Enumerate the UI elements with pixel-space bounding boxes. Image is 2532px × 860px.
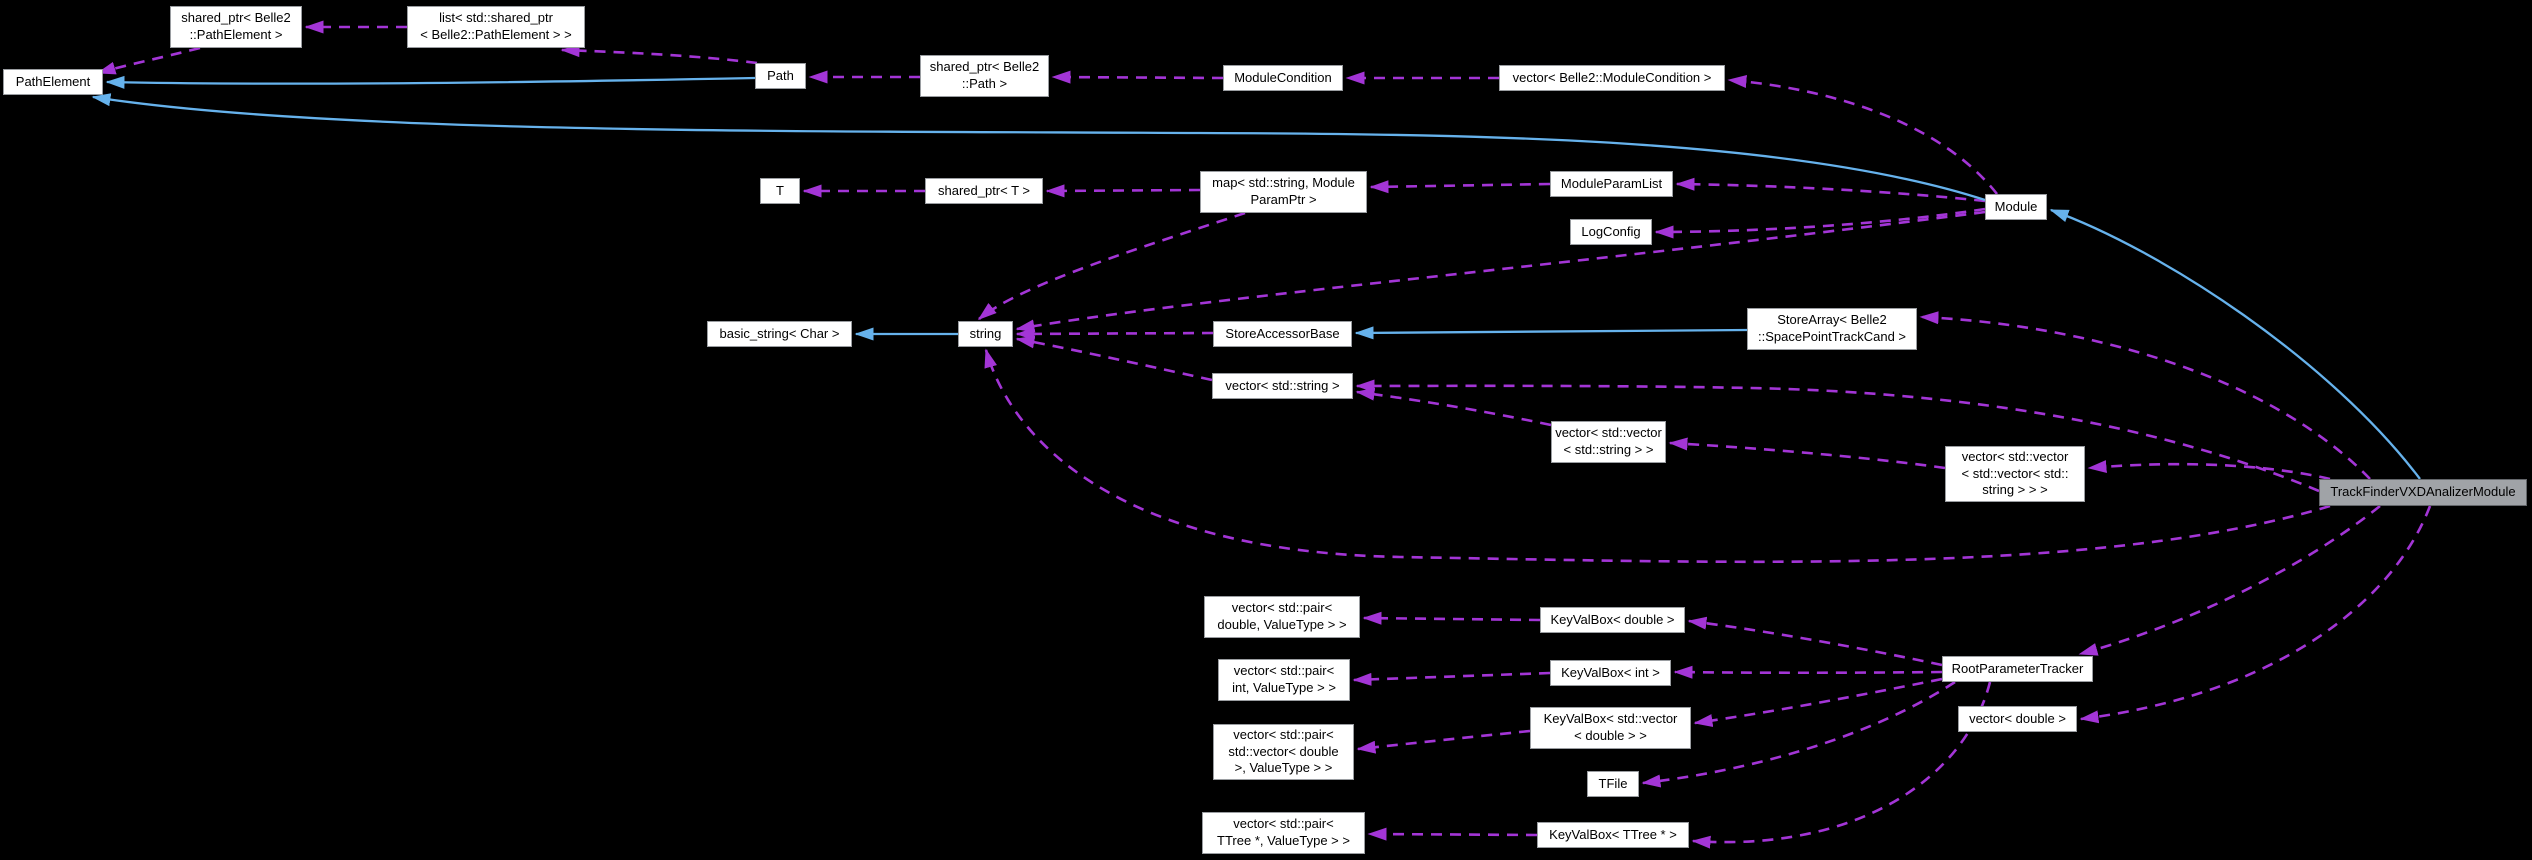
edge-track_finder_vxd_analizer_module-to-store_array_spacepoint	[1919, 311, 2371, 480]
edge-module-to-log_config	[1654, 207, 1986, 239]
edge-vector_vector_string-to-vector_string	[1355, 387, 1552, 427]
edge-key_val_box_int-to-vector_pair_int	[1352, 671, 1551, 686]
edge-track_finder_vxd_analizer_module-to-root_parameter_tracker	[2078, 504, 2381, 656]
edge-module-to-vector_module_condition	[1727, 75, 1999, 195]
edge-store_accessor_base-to-string	[1015, 327, 1214, 341]
node-shared_ptr_path_element[interactable]: shared_ptr< Belle2 ::PathElement >	[170, 6, 302, 48]
edge-map_module_param_ptr-to-string	[977, 211, 1246, 321]
edge-shared_ptr_path_element-to-path_element	[96, 46, 201, 75]
edge-root_parameter_tracker-to-key_val_box_vector_double	[1693, 677, 1943, 727]
edge-key_val_box_ttree-to-vector_pair_ttree	[1367, 827, 1538, 841]
node-vector_pair_int[interactable]: vector< std::pair< int, ValueType > >	[1218, 659, 1350, 701]
edge-store_array_spacepoint-to-store_accessor_base	[1354, 326, 1748, 340]
edge-root_parameter_tracker-to-key_val_box_int	[1673, 665, 1943, 679]
node-vector_pair_ttree[interactable]: vector< std::pair< TTree *, ValueType > …	[1202, 812, 1365, 854]
node-string[interactable]: string	[958, 321, 1013, 347]
edge-track_finder_vxd_analizer_module-to-vector_string	[1355, 379, 2320, 493]
edge-path-to-path_element	[105, 75, 756, 89]
edge-root_parameter_tracker-to-key_val_box_double	[1687, 616, 1943, 667]
edge-track_finder_vxd_analizer_module-to-module	[2049, 208, 2421, 480]
node-key_val_box_double[interactable]: KeyValBox< double >	[1540, 607, 1685, 633]
node-t[interactable]: T	[760, 178, 800, 204]
node-vector_double[interactable]: vector< double >	[1958, 706, 2077, 732]
edge-track_finder_vxd_analizer_module-to-vector_vector_vector_string	[2087, 460, 2331, 481]
edge-map_module_param_ptr-to-shared_ptr_t	[1045, 184, 1201, 198]
edge-module-to-module_param_list	[1675, 177, 1986, 203]
edge-key_val_box_double-to-vector_pair_double	[1362, 611, 1541, 625]
node-vector_vector_string[interactable]: vector< std::vector < std::string > >	[1551, 421, 1666, 463]
edge-module_param_list-to-map_module_param_ptr	[1369, 180, 1551, 194]
edge-track_finder_vxd_analizer_module-to-vector_double	[2079, 505, 2432, 724]
node-shared_ptr_path[interactable]: shared_ptr< Belle2 ::Path >	[920, 55, 1049, 97]
edge-root_parameter_tracker-to-tfile	[1641, 680, 1956, 788]
edge-path-to-list_shared_ptr_path_element	[560, 44, 758, 65]
node-vector_pair_double[interactable]: vector< std::pair< double, ValueType > >	[1204, 596, 1360, 638]
node-tfile[interactable]: TFile	[1587, 771, 1639, 797]
node-key_val_box_int[interactable]: KeyValBox< int >	[1550, 660, 1671, 686]
node-basic_string_char[interactable]: basic_string< Char >	[707, 321, 852, 347]
edge-module-to-path_element	[91, 93, 1986, 202]
node-key_val_box_ttree[interactable]: KeyValBox< TTree * >	[1537, 822, 1689, 848]
node-vector_module_condition[interactable]: vector< Belle2::ModuleCondition >	[1499, 65, 1725, 91]
edge-root_parameter_tracker-to-key_val_box_ttree	[1691, 681, 1992, 849]
edge-module-to-string	[1015, 210, 1986, 333]
node-path_element[interactable]: PathElement	[3, 69, 103, 95]
node-module_param_list[interactable]: ModuleParamList	[1550, 171, 1673, 197]
node-log_config[interactable]: LogConfig	[1570, 219, 1652, 245]
node-key_val_box_vector_double[interactable]: KeyValBox< std::vector < double > >	[1530, 707, 1691, 749]
edge-module_condition-to-shared_ptr_path	[1051, 70, 1224, 84]
node-path[interactable]: Path	[755, 63, 806, 89]
edge-vector_string-to-string	[1015, 335, 1213, 382]
node-track_finder_vxd_analizer_module: TrackFinderVXDAnalizerModule	[2319, 479, 2527, 506]
edge-key_val_box_vector_double-to-vector_pair_vector_double	[1356, 729, 1531, 754]
node-store_array_spacepoint[interactable]: StoreArray< Belle2 ::SpacePointTrackCand…	[1747, 308, 1917, 350]
node-vector_vector_vector_string[interactable]: vector< std::vector < std::vector< std::…	[1945, 446, 2085, 502]
edge-vector_vector_vector_string-to-vector_vector_string	[1668, 437, 1946, 470]
node-vector_pair_vector_double[interactable]: vector< std::pair< std::vector< double >…	[1213, 724, 1354, 780]
node-shared_ptr_t[interactable]: shared_ptr< T >	[925, 178, 1043, 204]
node-module_condition[interactable]: ModuleCondition	[1223, 65, 1343, 91]
node-list_shared_ptr_path_element[interactable]: list< std::shared_ptr < Belle2::PathElem…	[407, 6, 585, 48]
node-module[interactable]: Module	[1985, 194, 2047, 220]
node-vector_string[interactable]: vector< std::string >	[1212, 373, 1353, 399]
node-map_module_param_ptr[interactable]: map< std::string, Module ParamPtr >	[1200, 171, 1367, 213]
node-root_parameter_tracker[interactable]: RootParameterTracker	[1942, 656, 2093, 682]
node-store_accessor_base[interactable]: StoreAccessorBase	[1213, 321, 1352, 347]
